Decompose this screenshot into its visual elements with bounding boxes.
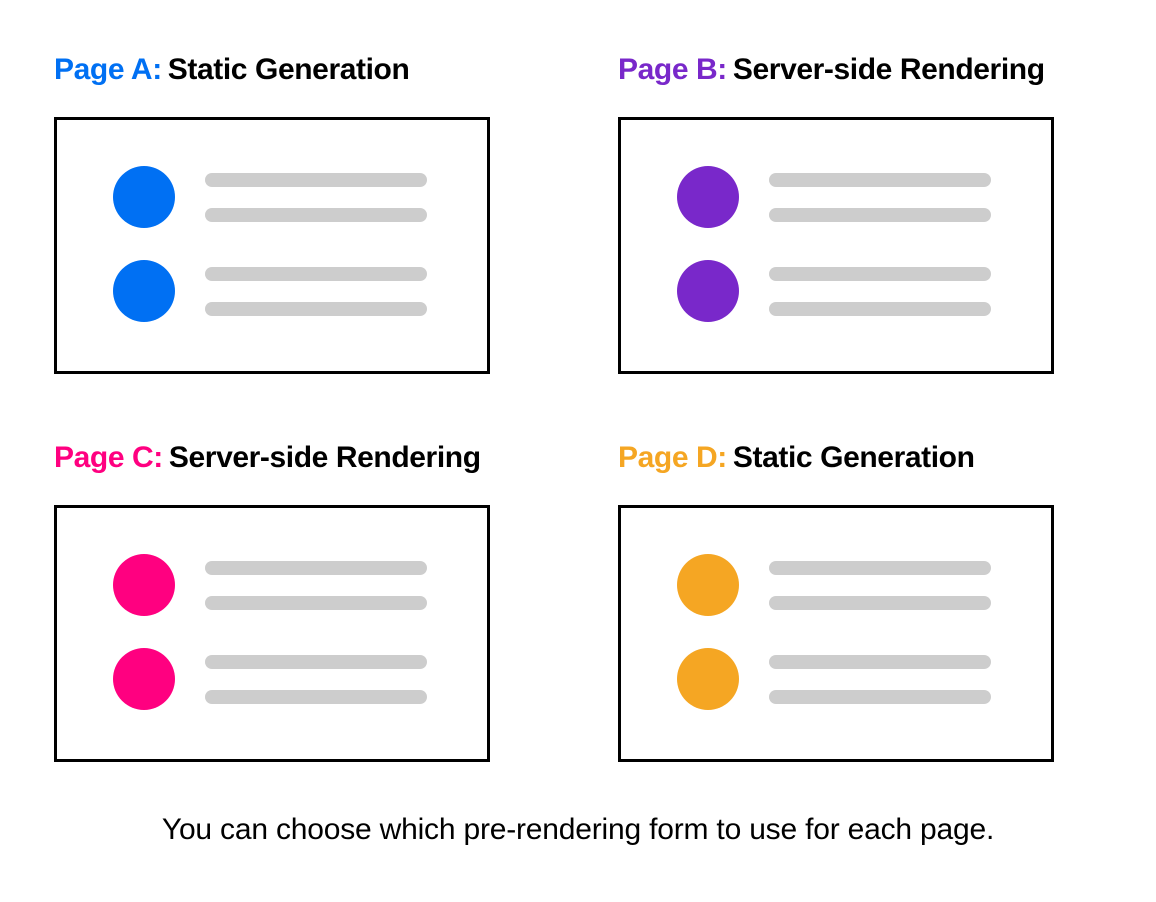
placeholder-lines [769, 172, 991, 222]
page-method-a: Static Generation [167, 53, 410, 86]
placeholder-lines [769, 654, 991, 704]
card-row [113, 648, 487, 710]
placeholder-lines [769, 560, 991, 610]
page-title-b: Page B:Server-side Rendering [618, 52, 1054, 88]
page-cell-b: Page B:Server-side Rendering [618, 52, 1054, 374]
page-card-grid: Page A:Static Generation [54, 52, 1054, 762]
placeholder-line [205, 560, 427, 575]
card-row [113, 166, 487, 228]
avatar-circle-icon [677, 260, 739, 322]
placeholder-lines [205, 172, 427, 222]
placeholder-line [205, 595, 427, 610]
card-row [677, 554, 1051, 616]
avatar-circle-icon [113, 260, 175, 322]
card-row [113, 260, 487, 322]
avatar-circle-icon [113, 648, 175, 710]
page-label-b: Page B: [618, 53, 727, 86]
page-card-a [54, 117, 490, 374]
page-card-d [618, 505, 1054, 762]
placeholder-lines [205, 560, 427, 610]
placeholder-line [205, 207, 427, 222]
placeholder-line [769, 560, 991, 575]
card-row [113, 554, 487, 616]
placeholder-line [205, 266, 427, 281]
page-title-c: Page C:Server-side Rendering [54, 440, 490, 476]
card-row [677, 166, 1051, 228]
page-label-a: Page A: [54, 53, 162, 86]
placeholder-lines [769, 266, 991, 316]
placeholder-line [205, 689, 427, 704]
page-label-c: Page C: [54, 441, 163, 474]
page-method-b: Server-side Rendering [732, 53, 1045, 86]
placeholder-line [769, 266, 991, 281]
card-row [677, 648, 1051, 710]
page-cell-a: Page A:Static Generation [54, 52, 490, 374]
page-card-c [54, 505, 490, 762]
placeholder-line [205, 301, 427, 316]
diagram-caption: You can choose which pre-rendering form … [161, 813, 995, 846]
placeholder-line [769, 207, 991, 222]
avatar-circle-icon [113, 554, 175, 616]
placeholder-lines [205, 654, 427, 704]
page-title-d: Page D:Static Generation [618, 440, 1054, 476]
page-cell-d: Page D:Static Generation [618, 440, 1054, 762]
page-card-b [618, 117, 1054, 374]
page-method-c: Server-side Rendering [168, 441, 481, 474]
placeholder-line [769, 595, 991, 610]
placeholder-line [769, 654, 991, 669]
page-method-d: Static Generation [732, 441, 975, 474]
placeholder-line [205, 654, 427, 669]
avatar-circle-icon [677, 554, 739, 616]
placeholder-line [769, 689, 991, 704]
avatar-circle-icon [113, 166, 175, 228]
avatar-circle-icon [677, 166, 739, 228]
avatar-circle-icon [677, 648, 739, 710]
placeholder-lines [205, 266, 427, 316]
card-row [677, 260, 1051, 322]
placeholder-line [769, 301, 991, 316]
placeholder-line [205, 172, 427, 187]
page-title-a: Page A:Static Generation [54, 52, 490, 88]
placeholder-line [769, 172, 991, 187]
page-cell-c: Page C:Server-side Rendering [54, 440, 490, 762]
page-label-d: Page D: [618, 441, 727, 474]
